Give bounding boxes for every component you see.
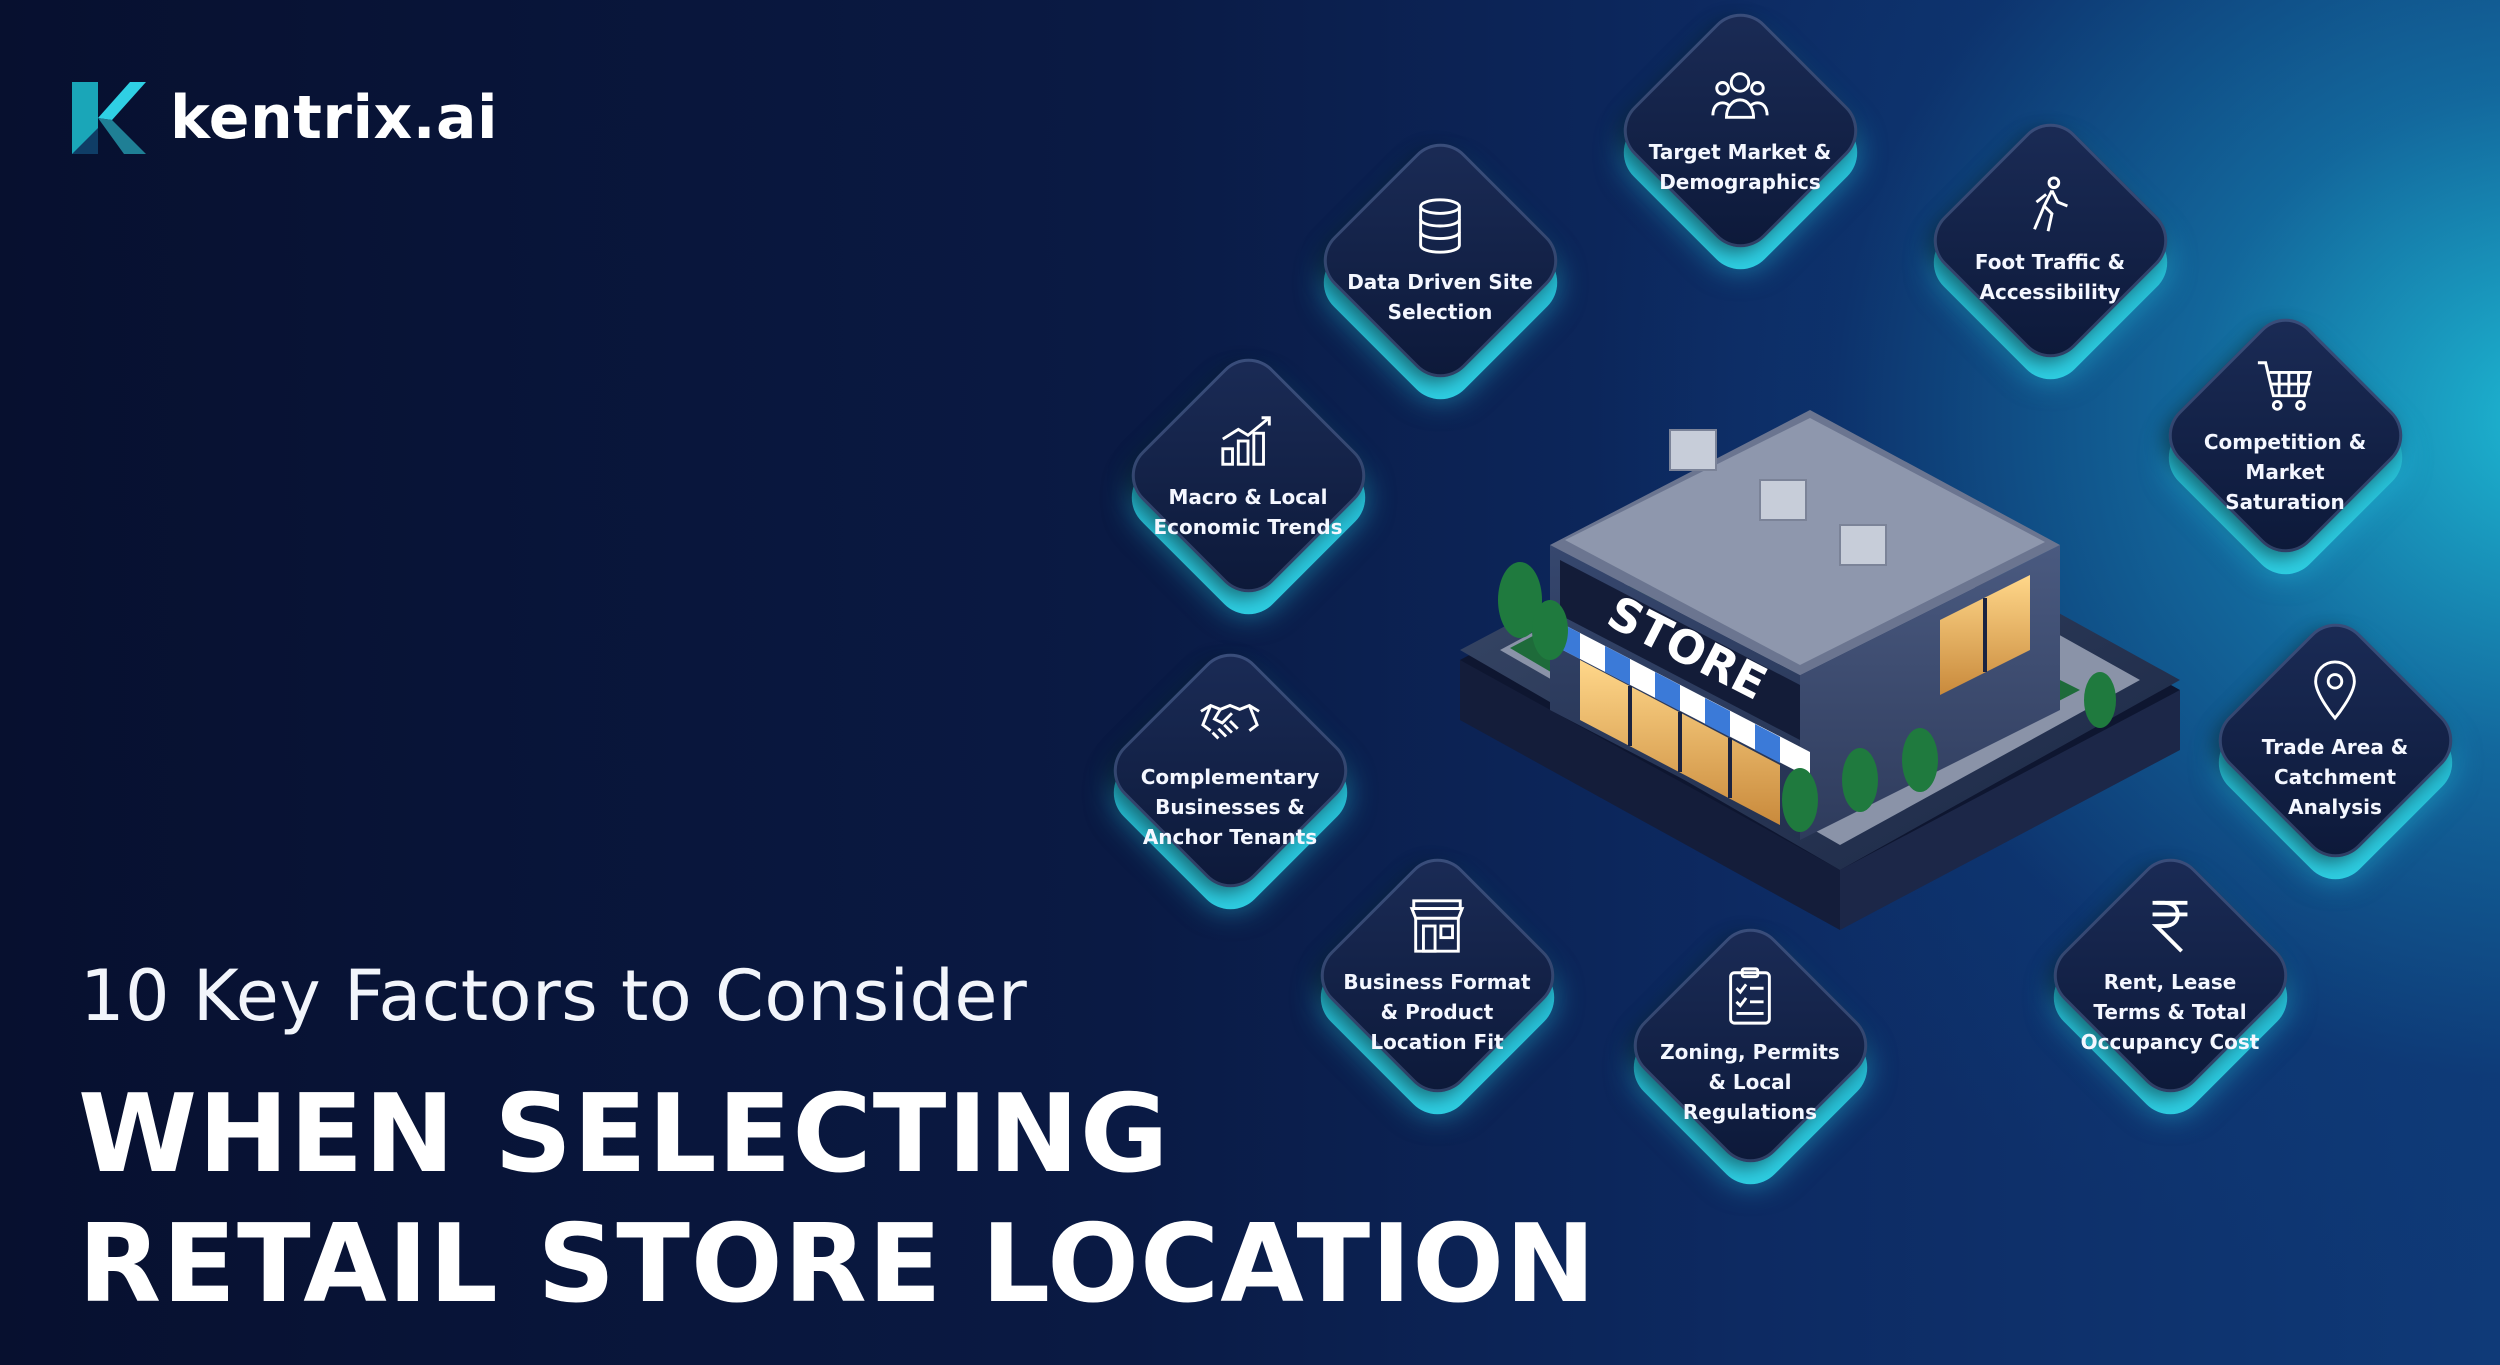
brand-name: kentrix.ai [170, 83, 499, 153]
factor-label: Macro & Local Economic Trends [1153, 484, 1343, 539]
rupee-icon [2139, 895, 2201, 957]
factor-economic-trends[interactable]: Macro & Local Economic Trends [1113, 344, 1383, 629]
factor-label: Trade Area & Catchment Analysis [2261, 734, 2409, 819]
headline-title-line1: WHEN SELECTING [78, 1072, 1170, 1197]
factor-label: Rent, Lease Terms & Total Occupancy Cost [2080, 969, 2260, 1054]
location-pin-icon [2304, 660, 2366, 722]
growth-chart-icon [1217, 410, 1279, 472]
factor-label: Target Market & Demographics [1648, 139, 1832, 194]
headline-title: WHEN SELECTING RETAIL STORE LOCATION [78, 1070, 1597, 1330]
factor-complementary[interactable]: Complementary Businesses & Anchor Tenant… [1095, 639, 1365, 924]
factor-zoning[interactable]: Zoning, Permits & Local Regulations [1615, 914, 1885, 1199]
brand-logo[interactable]: kentrix.ai [68, 78, 498, 158]
people-group-icon [1709, 65, 1771, 127]
factor-label: Data Driven Site Selection [1347, 269, 1533, 324]
factor-target-market[interactable]: Target Market & Demographics [1605, 0, 1875, 284]
shopping-cart-icon [2254, 355, 2316, 417]
walking-person-icon [2019, 175, 2081, 237]
k-logo-icon [72, 82, 146, 154]
factor-rent-lease[interactable]: Rent, Lease Terms & Total Occupancy Cost [2035, 844, 2305, 1129]
factor-label: Competition & Market Saturation [2203, 429, 2367, 514]
database-icon [1409, 195, 1471, 257]
clipboard-checklist-icon [1719, 965, 1781, 1027]
headline-subtitle: 10 Key Factors to Consider [80, 955, 1028, 1037]
factor-competition[interactable]: Competition & Market Saturation [2150, 304, 2420, 589]
factor-business-format[interactable]: Business Format & Product Location Fit [1302, 844, 1572, 1129]
factor-label: Zoning, Permits & Local Regulations [1660, 1039, 1840, 1124]
factor-label: Foot Traffic & Accessibility [1974, 249, 2126, 304]
factor-data-driven[interactable]: Data Driven Site Selection [1305, 129, 1575, 414]
storefront-icon [1406, 895, 1468, 957]
store-illustration: STORE [1460, 410, 2180, 930]
headline-title-line2: RETAIL STORE LOCATION [78, 1202, 1597, 1327]
factor-foot-traffic[interactable]: Foot Traffic & Accessibility [1915, 109, 2185, 394]
factor-label: Complementary Businesses & Anchor Tenant… [1140, 764, 1320, 849]
factor-label: Business Format & Product Location Fit [1343, 969, 1531, 1054]
handshake-icon [1199, 690, 1261, 752]
factor-trade-area[interactable]: Trade Area & Catchment Analysis [2200, 609, 2470, 894]
